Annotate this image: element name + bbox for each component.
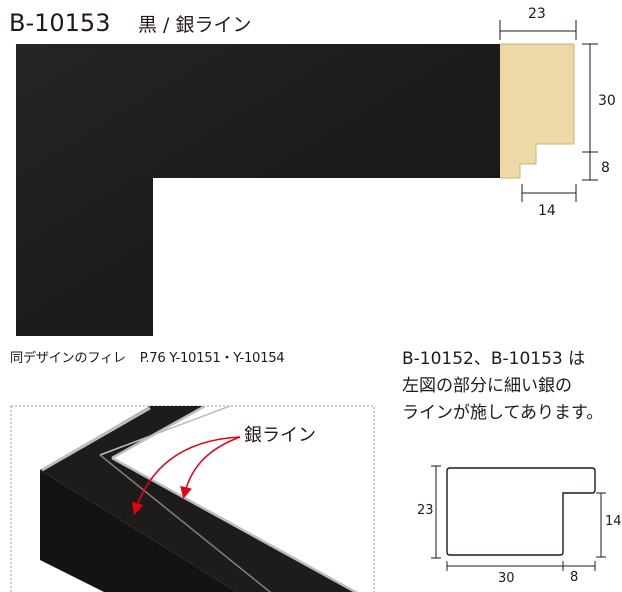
dim-bottom-width: 14 bbox=[538, 203, 556, 219]
dim-top-width: 23 bbox=[528, 6, 546, 22]
profile-dim-width-bottom: 30 bbox=[498, 571, 515, 586]
profile-dim-height-left: 23 bbox=[417, 503, 434, 518]
fillet-label: 同デザインのフィレ bbox=[10, 351, 126, 366]
fillet-items: Y-10151・Y-10154 bbox=[169, 351, 285, 366]
silver-line-label: 銀ライン bbox=[242, 425, 318, 447]
description-line-1: B-10152、B-10153 は bbox=[402, 349, 586, 369]
profile-dim-height-right: 14 bbox=[605, 514, 622, 529]
dim-height-upper: 30 bbox=[598, 93, 616, 109]
description-line-3: ラインが施してあります。 bbox=[402, 403, 604, 423]
description: B-10152、B-10153 は 左図の部分に細い銀の ラインが施してあります… bbox=[402, 346, 603, 427]
fillet-pages: P.76 bbox=[139, 351, 166, 366]
description-line-2: 左図の部分に細い銀の bbox=[402, 376, 572, 396]
product-code: B-10153 bbox=[9, 9, 111, 37]
profile-dim-width-small: 8 bbox=[570, 570, 579, 585]
product-name: 黒 / 銀ライン bbox=[138, 14, 252, 36]
dim-height-lower: 8 bbox=[601, 160, 610, 176]
fillet-note: 同デザインのフィレ P.76 Y-10151・Y-10154 bbox=[10, 350, 285, 368]
